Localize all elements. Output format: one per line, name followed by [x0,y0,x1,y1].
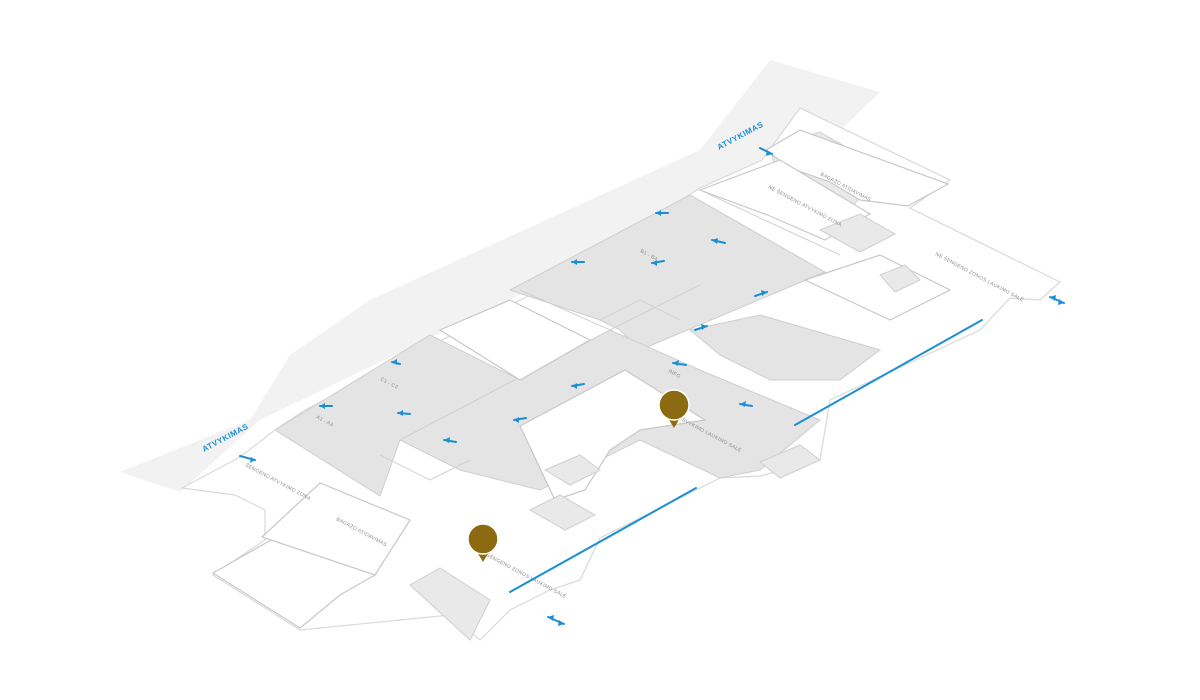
walkway-route-upper [794,319,983,426]
stair-block [409,567,491,641]
upper-white-room [438,299,592,381]
right-stair-block [879,264,921,293]
divider-line [519,284,701,331]
direction-arrows [239,147,1065,626]
east-gate-zone [688,314,882,381]
small-room-c [818,213,897,253]
small-room-a [528,494,597,531]
arrival-road [120,60,880,492]
baggage-hall-left [260,482,411,576]
walkway-route-lower [509,487,697,593]
location-pin-departure[interactable] [658,389,690,428]
divider-line [379,454,471,481]
divider-line [699,189,841,256]
lower-right-bay [759,444,821,479]
small-room-b [543,454,601,486]
location-pin-schengen[interactable] [467,523,499,562]
right-white-room [803,254,952,321]
divider-line [599,299,681,321]
room-label: INFO [667,368,681,379]
